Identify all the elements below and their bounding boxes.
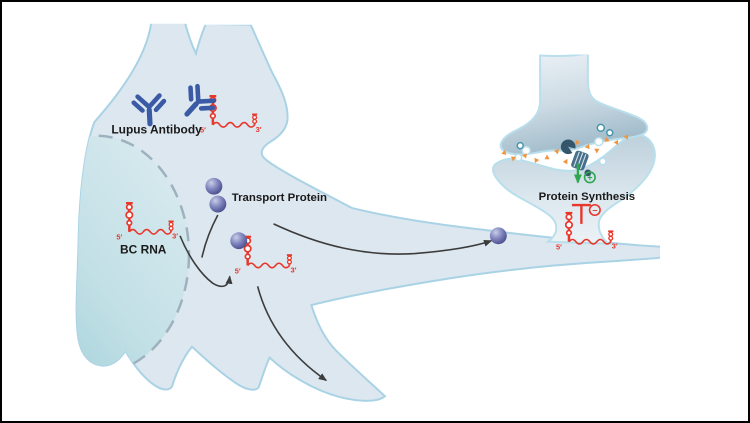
dendritic-spine [492, 133, 656, 245]
neurotransmitter-icon [562, 158, 568, 165]
neurotransmitter-icon [544, 154, 550, 160]
five-prime-label: 5′ [200, 126, 206, 135]
five-prime-label: 5′ [235, 266, 241, 275]
transport-protein-label: Transport Protein [232, 192, 327, 204]
neurotransmitter-icon [522, 153, 528, 159]
transport-protein-binding-curve [201, 214, 219, 258]
neurotransmitter-icon [553, 149, 559, 155]
inhibition-symbol: − [571, 203, 601, 224]
edge-fade [146, 13, 190, 24]
three-prime-label: 3′ [256, 125, 262, 134]
plus-circle-icon: + [583, 171, 596, 184]
neurotransmitter-icon [511, 156, 517, 162]
neurotransmitter-icon [534, 157, 540, 164]
vesicle-fusion-icon [521, 145, 531, 156]
transport-protein-icon [205, 177, 223, 195]
bc-rna-label: BC RNA [120, 243, 167, 257]
neurotransmitter-cluster [501, 134, 629, 165]
neurotransmitter-icon [623, 134, 629, 140]
vesicle-icon [606, 129, 614, 137]
plus-sign: + [587, 173, 592, 183]
five-prime-label: 5′ [556, 243, 562, 252]
protein-synthesis-label: Protein Synthesis [539, 191, 636, 203]
transport-protein-icon-traveling [489, 227, 507, 245]
rna-end-labels: 5′ 3′ 5′ 3′ 5′ 3′ 5′ 3′ [116, 125, 617, 276]
vesicle-fusion-icon [598, 157, 607, 166]
neurotransmitter-icon [604, 136, 610, 142]
edge-fade [659, 243, 670, 260]
three-prime-label: 3′ [612, 242, 618, 251]
dendritic-transport-arrow [273, 223, 493, 255]
lower-dendrite-arrow [256, 286, 328, 382]
vesicle-fusion-icon [594, 136, 604, 147]
vesicle-icon [596, 123, 606, 133]
lupus-antibody-label: Lupus Antibody [111, 123, 202, 137]
three-prime-label: 3′ [290, 265, 296, 274]
synaptic-vesicles [516, 123, 614, 150]
five-prime-label: 5′ [116, 233, 122, 242]
transport-protein-icon-complex [230, 232, 248, 250]
minus-sign: − [592, 205, 597, 215]
nuclear-export-arrow [179, 235, 233, 288]
neurotransmitter-icon [501, 149, 507, 155]
transport-arrows [179, 214, 493, 382]
vesicle-icon [516, 141, 524, 150]
edge-fade [201, 13, 256, 25]
neurotransmitter-icon [613, 139, 619, 146]
neurotransmitter-icon [594, 148, 600, 154]
transport-proteins [205, 177, 507, 250]
ligand-icon [560, 139, 576, 155]
minus-circle-icon [588, 203, 601, 217]
neurotransmitter-icon [575, 139, 581, 146]
neurotransmitter-icon [584, 143, 590, 150]
edge-fade [535, 43, 591, 55]
transport-protein-icon [209, 195, 227, 213]
membrane-bumps [514, 136, 607, 166]
three-prime-label: 3′ [172, 232, 178, 241]
